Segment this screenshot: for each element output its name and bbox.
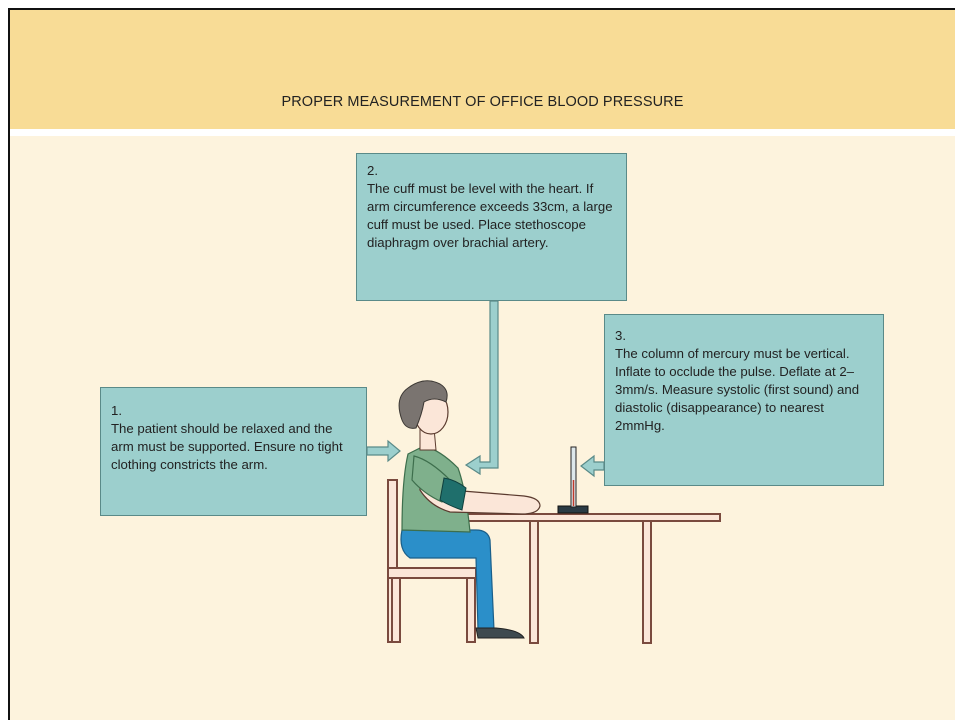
- step-text: The column of mercury must be vertical. …: [615, 346, 860, 433]
- patient-figure: [398, 380, 541, 639]
- chair: [387, 479, 477, 643]
- sphygmomanometer: [557, 446, 589, 514]
- step-text: The cuff must be level with the heart. I…: [367, 181, 613, 250]
- page-title: PROPER MEASUREMENT OF OFFICE BLOOD PRESS…: [281, 94, 684, 110]
- step-number: 1.: [111, 403, 122, 418]
- bp-measurement-illustration: [366, 300, 721, 644]
- callout-step-1: 1. The patient should be relaxed and the…: [100, 387, 367, 516]
- slide: PROPER MEASUREMENT OF OFFICE BLOOD PRESS…: [8, 8, 955, 720]
- step-number: 3.: [615, 328, 626, 343]
- header-band: PROPER MEASUREMENT OF OFFICE BLOOD PRESS…: [10, 10, 955, 129]
- callout-step-3: 3. The column of mercury must be vertica…: [604, 314, 884, 486]
- header-divider: [10, 129, 955, 136]
- step-number: 2.: [367, 163, 378, 178]
- callout-step-2: 2. The cuff must be level with the heart…: [356, 153, 627, 301]
- callout-arrows: [366, 300, 605, 478]
- step-text: The patient should be relaxed and the ar…: [111, 421, 343, 472]
- table: [461, 513, 721, 644]
